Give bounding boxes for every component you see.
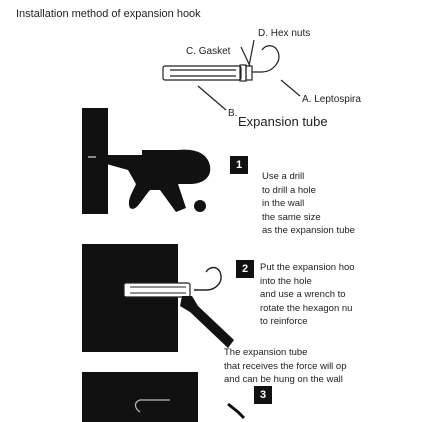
step-3-line: The expansion tube	[224, 347, 308, 358]
step-2-line: into the hole	[260, 275, 312, 287]
hook-shape	[252, 45, 280, 73]
step-2-badge: 2	[236, 260, 254, 278]
step-1-line: to drill a hole	[262, 184, 316, 196]
step-2-line: rotate the hexagon nu	[260, 302, 353, 314]
step-2-line: to reinforce	[260, 316, 308, 327]
step-1-badge: 1	[230, 156, 248, 174]
label-expansion-tube: Expansion tube	[238, 114, 328, 129]
step-2-line: and use a wrench to	[260, 289, 346, 300]
step-3-line: and can be hung on the wall	[224, 374, 343, 385]
page-title: Installation method of expansion hook	[16, 8, 201, 20]
label-gasket: C. Gasket	[186, 46, 231, 57]
step1-drill-illustration	[82, 108, 211, 214]
step2-wrench-illustration	[82, 244, 234, 352]
expansion-hook-diagram	[162, 39, 301, 111]
hex-nut-shape	[245, 65, 253, 81]
step-1-text: Use a drill to drill a hole in the wall …	[262, 170, 355, 238]
expansion-tube-shape	[162, 65, 242, 81]
step-1-line: in the wall	[262, 198, 305, 209]
label-hex-nuts: D. Hex nuts	[258, 28, 311, 39]
step-3-line: that receives the force will op	[224, 360, 347, 372]
step-1-line: as the expansion tube	[262, 225, 355, 236]
step3-hung-illustration	[82, 372, 246, 422]
step-2-line: Put the expansion hoo	[260, 262, 355, 273]
step-3-badge: 3	[254, 386, 272, 404]
step-2-text: Put the expansion hoo into the hole and …	[260, 261, 355, 329]
step-3-text: The expansion tube that receives the for…	[224, 346, 347, 387]
step-1-line: Use a drill	[262, 171, 305, 182]
label-expansion-tube-prefix: B.	[228, 108, 238, 119]
label-leptospira: A. Leptospira	[302, 94, 361, 105]
step-1-line: the same size	[262, 211, 321, 223]
